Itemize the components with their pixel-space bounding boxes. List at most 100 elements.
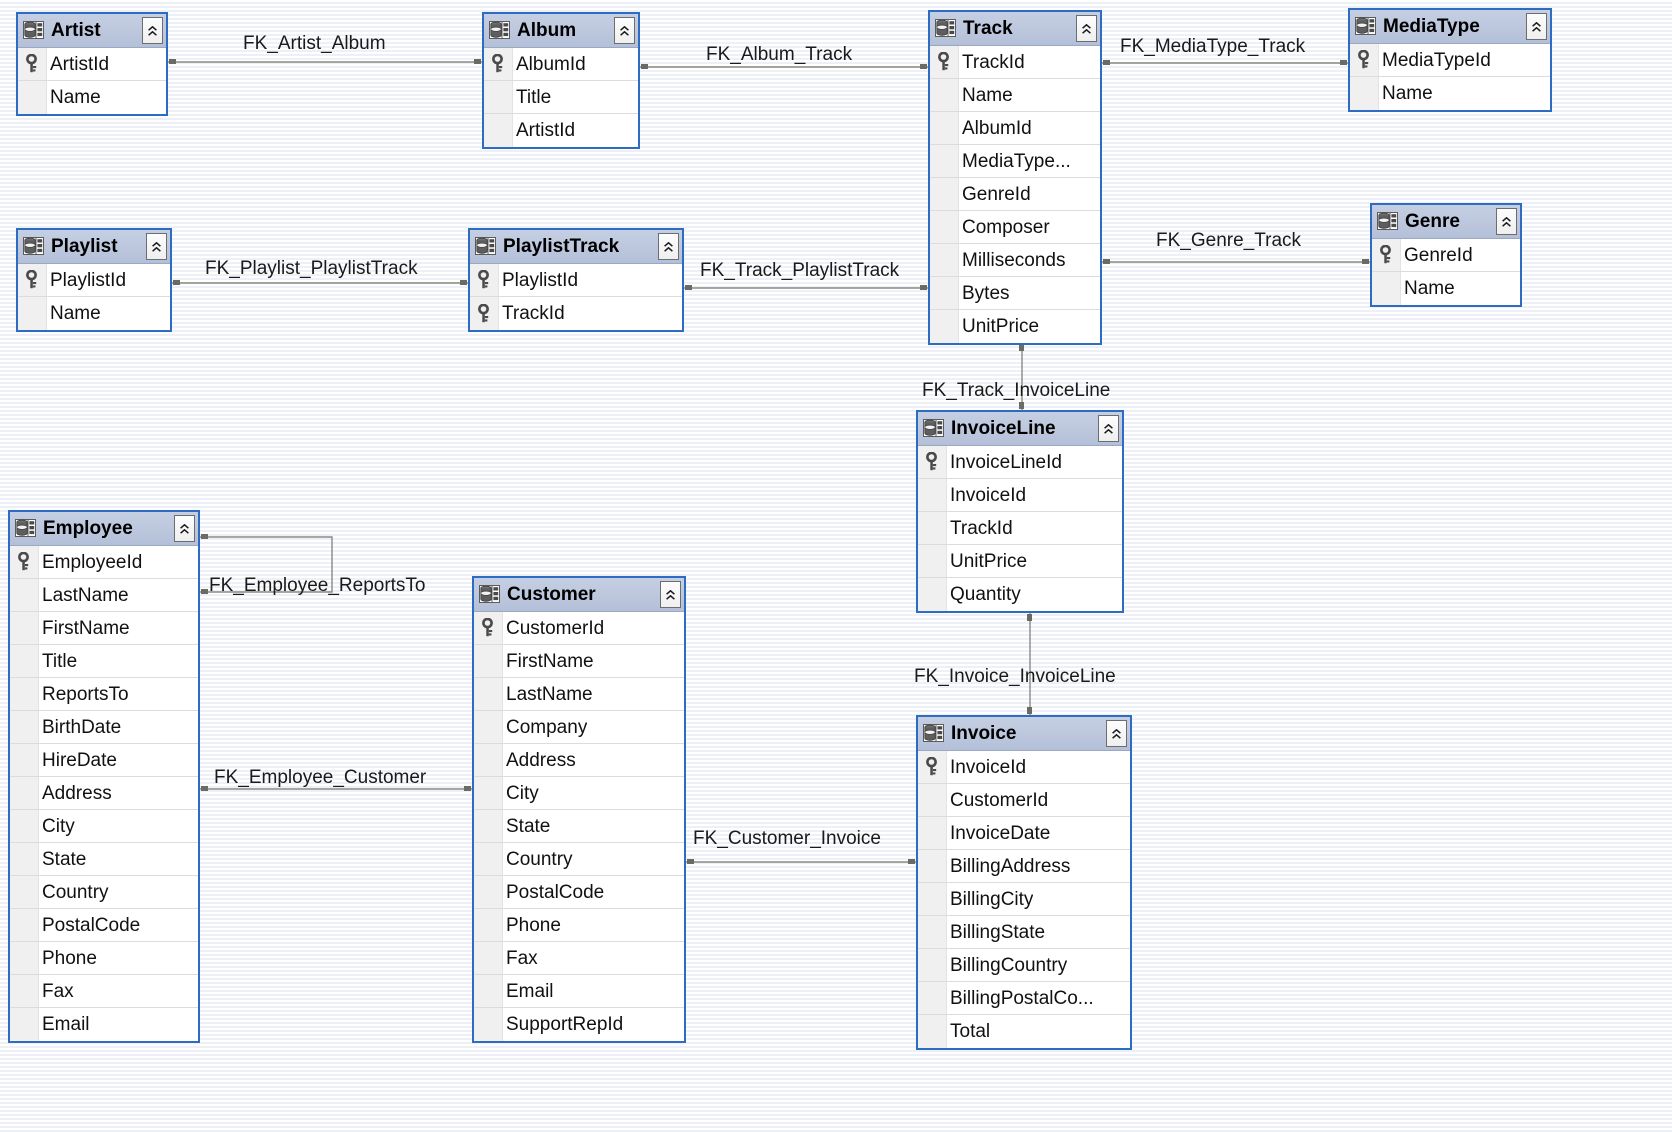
relationship-label-fk-employee-customer[interactable]: FK_Employee_Customer: [214, 767, 427, 788]
relationship-label-fk-employee-reportsto[interactable]: FK_Employee_ReportsTo: [209, 575, 426, 596]
collapse-chevron-icon[interactable]: [1526, 13, 1547, 40]
field-row[interactable]: InvoiceId: [918, 479, 1122, 512]
field-row[interactable]: Title: [484, 81, 638, 114]
table-header-genre[interactable]: Genre: [1372, 205, 1520, 239]
relationship-label-fk-artist-album[interactable]: FK_Artist_Album: [243, 33, 386, 54]
collapse-chevron-icon[interactable]: [146, 233, 167, 260]
table-header-track[interactable]: Track: [930, 12, 1100, 46]
field-row[interactable]: Email: [10, 1008, 198, 1041]
field-row[interactable]: Name: [1372, 272, 1520, 305]
field-row[interactable]: GenreId: [1372, 239, 1520, 272]
field-row[interactable]: ArtistId: [484, 114, 638, 147]
field-row[interactable]: PlaylistId: [470, 264, 682, 297]
field-row[interactable]: BillingAddress: [918, 850, 1130, 883]
field-row[interactable]: Email: [474, 975, 684, 1008]
field-row[interactable]: EmployeeId: [10, 546, 198, 579]
field-row[interactable]: Country: [474, 843, 684, 876]
field-row[interactable]: BirthDate: [10, 711, 198, 744]
relationship-label-fk-mediatype-track[interactable]: FK_MediaType_Track: [1120, 36, 1306, 57]
collapse-chevron-icon[interactable]: [660, 581, 681, 608]
field-row[interactable]: Total: [918, 1015, 1130, 1048]
field-row[interactable]: UnitPrice: [930, 310, 1100, 343]
field-row[interactable]: LastName: [474, 678, 684, 711]
field-row[interactable]: BillingPostalCo...: [918, 982, 1130, 1015]
relationship-label-fk-customer-invoice[interactable]: FK_Customer_Invoice: [693, 828, 881, 849]
field-row[interactable]: Address: [10, 777, 198, 810]
field-row[interactable]: Milliseconds: [930, 244, 1100, 277]
collapse-chevron-icon[interactable]: [658, 233, 679, 260]
field-row[interactable]: Phone: [10, 942, 198, 975]
field-row[interactable]: City: [474, 777, 684, 810]
field-row[interactable]: Name: [18, 81, 166, 114]
field-row[interactable]: InvoiceDate: [918, 817, 1130, 850]
collapse-chevron-icon[interactable]: [614, 17, 635, 44]
field-row[interactable]: ArtistId: [18, 48, 166, 81]
table-header-playlisttrack[interactable]: PlaylistTrack: [470, 230, 682, 264]
field-row[interactable]: FirstName: [474, 645, 684, 678]
field-row[interactable]: SupportRepId: [474, 1008, 684, 1041]
table-header-playlist[interactable]: Playlist: [18, 230, 170, 264]
field-row[interactable]: BillingCountry: [918, 949, 1130, 982]
table-header-invoiceline[interactable]: InvoiceLine: [918, 412, 1122, 446]
table-header-customer[interactable]: Customer: [474, 578, 684, 612]
field-row[interactable]: State: [474, 810, 684, 843]
field-row[interactable]: Fax: [10, 975, 198, 1008]
field-row[interactable]: Phone: [474, 909, 684, 942]
field-row[interactable]: State: [10, 843, 198, 876]
field-row[interactable]: Quantity: [918, 578, 1122, 611]
collapse-chevron-icon[interactable]: [174, 515, 195, 542]
collapse-chevron-icon[interactable]: [1496, 208, 1517, 235]
field-row[interactable]: Title: [10, 645, 198, 678]
field-row[interactable]: Fax: [474, 942, 684, 975]
field-row[interactable]: FirstName: [10, 612, 198, 645]
table-header-album[interactable]: Album: [484, 14, 638, 48]
field-row[interactable]: City: [10, 810, 198, 843]
field-row[interactable]: AlbumId: [484, 48, 638, 81]
field-row[interactable]: TrackId: [918, 512, 1122, 545]
table-header-invoice[interactable]: Invoice: [918, 717, 1130, 751]
collapse-chevron-icon[interactable]: [1106, 720, 1127, 747]
field-row[interactable]: Composer: [930, 211, 1100, 244]
relationship-label-fk-invoice-invoiceline[interactable]: FK_Invoice_InvoiceLine: [914, 666, 1116, 687]
field-row[interactable]: Address: [474, 744, 684, 777]
field-row[interactable]: InvoiceLineId: [918, 446, 1122, 479]
table-header-mediatype[interactable]: MediaType: [1350, 10, 1550, 44]
field-row[interactable]: CustomerId: [474, 612, 684, 645]
relationship-label-fk-track-invoiceline[interactable]: FK_Track_InvoiceLine: [922, 380, 1111, 401]
relationship-label-fk-genre-track[interactable]: FK_Genre_Track: [1156, 230, 1302, 251]
field-row[interactable]: TrackId: [470, 297, 682, 330]
field-row[interactable]: BillingState: [918, 916, 1130, 949]
field-row[interactable]: PostalCode: [474, 876, 684, 909]
field-row[interactable]: UnitPrice: [918, 545, 1122, 578]
field-row[interactable]: MediaType...: [930, 145, 1100, 178]
field-row[interactable]: Country: [10, 876, 198, 909]
collapse-chevron-icon[interactable]: [1076, 15, 1097, 42]
field-row[interactable]: PlaylistId: [18, 264, 170, 297]
field-row[interactable]: Name: [18, 297, 170, 330]
field-row[interactable]: Company: [474, 711, 684, 744]
field-row[interactable]: InvoiceId: [918, 751, 1130, 784]
field-row[interactable]: TrackId: [930, 46, 1100, 79]
field-row[interactable]: Bytes: [930, 277, 1100, 310]
table-header-artist[interactable]: Artist: [18, 14, 166, 48]
field-row[interactable]: ReportsTo: [10, 678, 198, 711]
relationship-label-fk-playlist-playlisttrack[interactable]: FK_Playlist_PlaylistTrack: [205, 258, 418, 279]
field-row[interactable]: PostalCode: [10, 909, 198, 942]
field-row[interactable]: Name: [930, 79, 1100, 112]
collapse-chevron-icon[interactable]: [1098, 415, 1119, 442]
field-row[interactable]: CustomerId: [918, 784, 1130, 817]
field-row[interactable]: BillingCity: [918, 883, 1130, 916]
field-row[interactable]: HireDate: [10, 744, 198, 777]
field-row[interactable]: AlbumId: [930, 112, 1100, 145]
field-row[interactable]: MediaTypeId: [1350, 44, 1550, 77]
field-row[interactable]: GenreId: [930, 178, 1100, 211]
relationship-label-fk-track-playlisttrack[interactable]: FK_Track_PlaylistTrack: [700, 260, 900, 281]
